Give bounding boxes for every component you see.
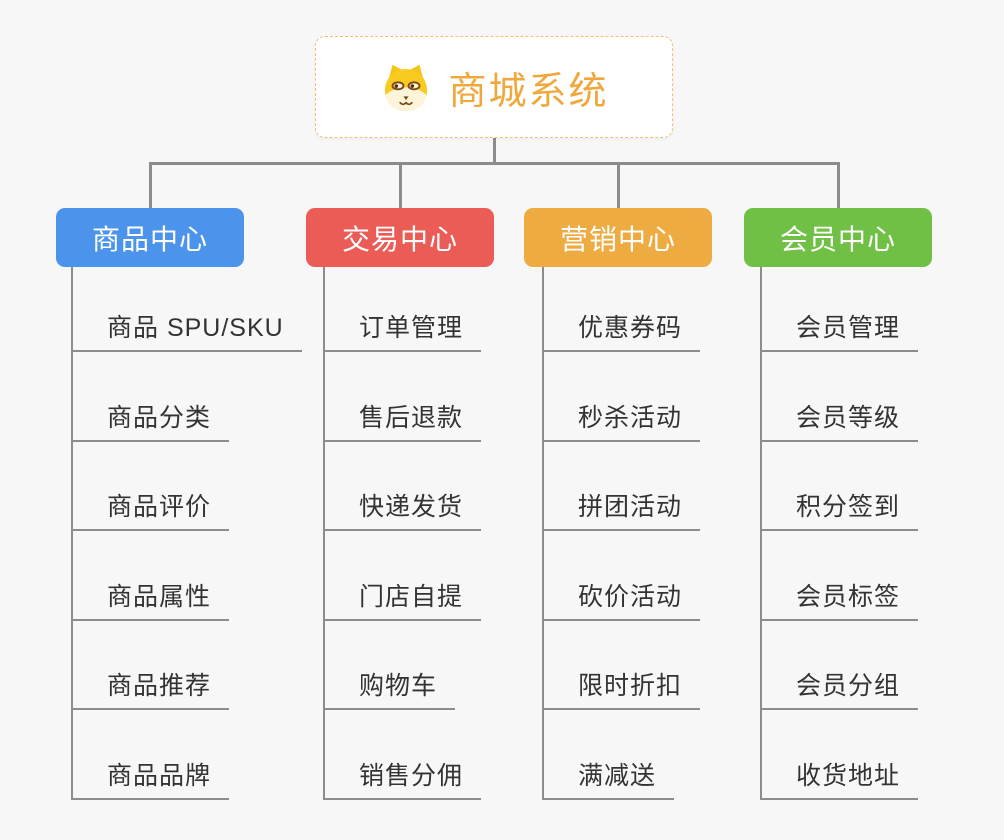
tree-item-label: 会员分组 xyxy=(796,672,901,700)
tree-item[interactable]: 会员等级 xyxy=(762,352,919,442)
branch-box-product-center[interactable]: 商品中心 xyxy=(56,208,244,267)
tree-item-label: 砍价活动 xyxy=(578,582,683,611)
tree-item-label: 商品推荐 xyxy=(107,672,212,700)
tree-item-label: 会员管理 xyxy=(796,314,901,342)
connector-drop-marketing xyxy=(616,162,620,210)
tree-item-label: 拼团活动 xyxy=(578,493,683,521)
tree-item-label: 会员标签 xyxy=(796,582,901,611)
tree-item[interactable]: 商品分类 xyxy=(73,352,230,442)
tree-item[interactable]: 积分签到 xyxy=(762,442,919,531)
tree-item[interactable]: 会员管理 xyxy=(762,267,919,352)
tree-item[interactable]: 收货地址 xyxy=(762,710,919,800)
tree-item[interactable]: 快递发货 xyxy=(325,442,482,531)
tree-item[interactable]: 商品属性 xyxy=(73,531,230,621)
branch-box-marketing-center[interactable]: 营销中心 xyxy=(524,208,712,267)
branch-column-trade: 订单管理 售后退款 快递发货 门店自提 购物车 销售分佣 xyxy=(323,267,482,800)
tree-item-label: 优惠券码 xyxy=(578,314,683,342)
root-title: 商城系统 xyxy=(448,70,609,113)
tree-item[interactable]: 砍价活动 xyxy=(544,531,701,621)
tree-item-label: 满减送 xyxy=(578,761,657,790)
branch-label: 会员中心 xyxy=(779,223,896,255)
tree-item[interactable]: 购物车 xyxy=(325,621,456,710)
tree-item-label: 会员等级 xyxy=(796,403,901,432)
tree-item[interactable]: 订单管理 xyxy=(325,267,482,352)
branch-label: 交易中心 xyxy=(341,223,458,255)
connector-drop-member xyxy=(836,162,840,210)
tree-item-label: 商品品牌 xyxy=(107,761,212,790)
tree-item[interactable]: 满减送 xyxy=(544,710,675,800)
tree-item-label: 订单管理 xyxy=(359,314,464,342)
tree-item-label: 售后退款 xyxy=(359,403,464,432)
tree-item-label: 销售分佣 xyxy=(359,761,464,790)
dog-face-icon xyxy=(385,64,428,111)
connector-drop-trade xyxy=(398,162,402,210)
tree-item-label: 积分签到 xyxy=(796,493,901,521)
tree-item[interactable]: 商品推荐 xyxy=(73,621,230,710)
connector-horizontal xyxy=(148,162,840,165)
tree-item-label: 商品分类 xyxy=(107,403,212,432)
branch-column-member: 会员管理 会员等级 积分签到 会员标签 会员分组 收货地址 xyxy=(760,267,919,800)
connector-root-drop xyxy=(493,138,496,164)
root-node[interactable]: 商城系统 xyxy=(315,36,673,138)
tree-item[interactable]: 门店自提 xyxy=(325,531,482,621)
tree-item-label: 门店自提 xyxy=(359,582,464,611)
tree-item-label: 商品 SPU/SKU xyxy=(107,314,284,342)
tree-item-label: 商品属性 xyxy=(107,582,212,611)
branch-label: 商品中心 xyxy=(91,223,208,255)
tree-item-label: 快递发货 xyxy=(359,493,464,521)
tree-item-label: 限时折扣 xyxy=(578,672,683,700)
branch-column-product: 商品 SPU/SKU 商品分类 商品评价 商品属性 商品推荐 商品品牌 xyxy=(71,267,302,800)
tree-item[interactable]: 商品 SPU/SKU xyxy=(73,267,302,352)
branch-box-trade-center[interactable]: 交易中心 xyxy=(306,208,494,267)
tree-item[interactable]: 商品品牌 xyxy=(73,710,230,800)
tree-item[interactable]: 拼团活动 xyxy=(544,442,701,531)
branch-column-marketing: 优惠券码 秒杀活动 拼团活动 砍价活动 限时折扣 满减送 xyxy=(542,267,701,800)
tree-item[interactable]: 优惠券码 xyxy=(544,267,701,352)
tree-item-label: 购物车 xyxy=(359,672,438,700)
tree-item-label: 商品评价 xyxy=(107,493,212,521)
connector-drop-product xyxy=(148,162,152,210)
tree-item[interactable]: 销售分佣 xyxy=(325,710,482,800)
tree-item[interactable]: 限时折扣 xyxy=(544,621,701,710)
tree-item-label: 收货地址 xyxy=(796,761,901,790)
tree-item[interactable]: 售后退款 xyxy=(325,352,482,442)
tree-item[interactable]: 会员标签 xyxy=(762,531,919,621)
tree-item-label: 秒杀活动 xyxy=(578,403,683,432)
tree-item[interactable]: 秒杀活动 xyxy=(544,352,701,442)
branch-box-member-center[interactable]: 会员中心 xyxy=(744,208,932,267)
tree-item[interactable]: 会员分组 xyxy=(762,621,919,710)
branch-label: 营销中心 xyxy=(559,223,676,255)
tree-item[interactable]: 商品评价 xyxy=(73,442,230,531)
